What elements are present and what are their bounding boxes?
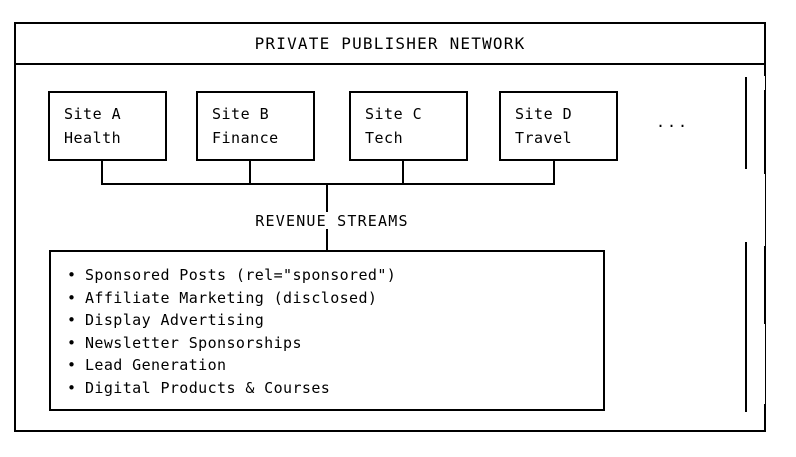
list-item: Digital Products & Courses	[67, 377, 603, 400]
list-item: Newsletter Sponsorships	[67, 332, 603, 355]
network-title-band: PRIVATE PUBLISHER NETWORK	[16, 24, 764, 65]
site-a-niche: Health	[64, 129, 122, 147]
site-a-name: Site A	[64, 105, 122, 123]
site-b-name: Site B	[212, 105, 270, 123]
revenue-streams-label-row: REVENUE STREAMS	[16, 212, 768, 230]
connector-center-upper	[326, 183, 328, 212]
connector-drop-site-c	[402, 161, 404, 183]
frame-border-gap	[760, 76, 765, 90]
frame-border-gap	[760, 324, 765, 404]
site-box-a[interactable]: Site A Health	[48, 91, 167, 161]
site-box-d[interactable]: Site D Travel	[499, 91, 618, 161]
connector-drop-site-d	[553, 161, 555, 183]
list-item: Display Advertising	[67, 309, 603, 332]
revenue-streams-label: REVENUE STREAMS	[255, 212, 409, 230]
list-item: Lead Generation	[67, 354, 603, 377]
list-item: Affiliate Marketing (disclosed)	[67, 287, 603, 310]
more-sites-ellipsis: ...	[656, 113, 690, 131]
site-box-c[interactable]: Site C Tech	[349, 91, 468, 161]
site-c-name: Site C	[365, 105, 423, 123]
connector-center-lower	[326, 229, 328, 250]
right-rail-upper-segment	[745, 77, 747, 169]
connector-drop-site-a	[101, 161, 103, 183]
site-box-b[interactable]: Site B Finance	[196, 91, 315, 161]
site-c-niche: Tech	[365, 129, 404, 147]
connector-bus	[101, 183, 555, 185]
site-b-niche: Finance	[212, 129, 279, 147]
site-d-niche: Travel	[515, 129, 573, 147]
network-title: PRIVATE PUBLISHER NETWORK	[254, 34, 526, 53]
revenue-streams-box: Sponsored Posts (rel="sponsored") Affili…	[49, 250, 605, 411]
revenue-streams-list: Sponsored Posts (rel="sponsored") Affili…	[67, 264, 603, 399]
right-rail-lower-segment	[745, 242, 747, 412]
frame-border-gap	[760, 174, 765, 246]
site-d-name: Site D	[515, 105, 573, 123]
list-item: Sponsored Posts (rel="sponsored")	[67, 264, 603, 287]
private-publisher-network-frame: PRIVATE PUBLISHER NETWORK Site A Health …	[14, 22, 766, 432]
connector-drop-site-b	[249, 161, 251, 183]
